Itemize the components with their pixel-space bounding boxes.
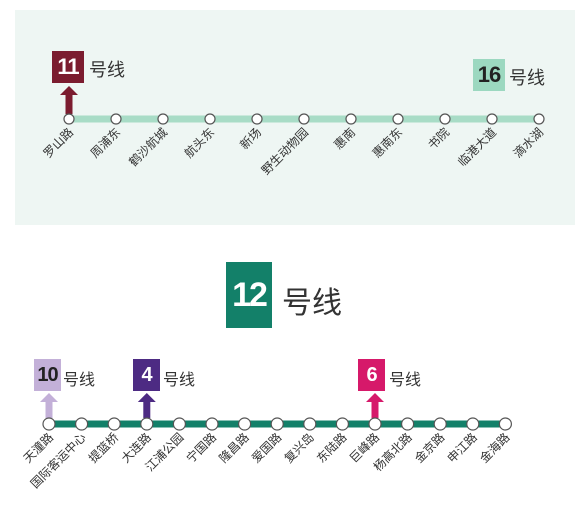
line-6-badge: 6	[358, 359, 385, 391]
line-12-station-label: 东陆路	[313, 430, 349, 466]
line-12-station-dot[interactable]	[401, 417, 415, 431]
line-16-station-label: 罗山路	[40, 125, 76, 161]
line-16-label: 号线	[509, 68, 545, 88]
line-12-station-label: 隆昌路	[216, 430, 252, 466]
line-12-label: 号线	[282, 287, 342, 320]
line-11-badge: 11	[52, 51, 84, 83]
line-16-station-dot[interactable]	[63, 113, 75, 125]
line-4-label: 号线	[163, 372, 196, 389]
line-16-station-label: 新场	[237, 125, 265, 153]
line-10-badge: 10	[34, 359, 61, 391]
line-16-station-dot[interactable]	[204, 113, 216, 125]
line-4-number: 4	[141, 363, 152, 386]
line-16-number: 16	[477, 62, 502, 87]
line-16-station-dot[interactable]	[439, 113, 451, 125]
line-12-station-dot[interactable]	[270, 417, 284, 431]
line-10-label: 号线	[63, 372, 96, 389]
line-12-station-dot[interactable]	[368, 417, 382, 431]
line-4-badge: 4	[133, 359, 160, 391]
line-12-badge: 12	[226, 262, 272, 328]
line-16-diagram: 罗山路周浦东鹤沙航城航头东新场野生动物园惠南惠南东书院临港大道滴水湖	[40, 86, 546, 178]
line-16-station-label: 临港大道	[455, 125, 499, 169]
line-16-station-label: 书院	[425, 125, 452, 152]
line-16-station-dot[interactable]	[345, 113, 357, 125]
line-10-transfer-arrow	[40, 393, 58, 418]
line-16-station-label: 惠南	[331, 125, 359, 153]
line-16-station-dot[interactable]	[251, 113, 263, 125]
line-6-transfer-arrow	[366, 393, 384, 418]
line-12-station-dot[interactable]	[74, 417, 89, 431]
line-12-station-dot[interactable]	[466, 417, 480, 431]
line-12-station-dot[interactable]	[42, 417, 56, 431]
line-6-number: 6	[366, 363, 377, 386]
line-10-number: 10	[37, 363, 58, 386]
line-12-station-dot[interactable]	[433, 417, 447, 431]
line-16-station-label: 航头东	[181, 125, 217, 161]
line-16-station-dot[interactable]	[110, 113, 122, 125]
line-16-station-label: 惠南东	[369, 125, 405, 161]
line-16-station-dot[interactable]	[298, 113, 310, 125]
line-6-label: 号线	[389, 372, 422, 389]
line-12-station-dot[interactable]	[238, 417, 252, 431]
line-16-station-label: 周浦东	[88, 125, 123, 160]
line-12-station-dot[interactable]	[303, 417, 317, 431]
line-16-station-label: 野生动物园	[259, 125, 311, 177]
line-11-transfer-arrow	[60, 86, 78, 114]
line-12-station-label: 提篮桥	[85, 430, 121, 466]
line-12-station-label: 申江路	[444, 430, 480, 466]
line-12-diagram: 天潼路国际客运中心提篮桥大连路江浦公园宁国路隆昌路爱国路复兴岛东陆路巨峰路杨高北…	[20, 393, 513, 491]
line-12-station-label: 爱国路	[248, 430, 284, 466]
line-12-station-dot[interactable]	[205, 417, 219, 431]
line-12-station-dot[interactable]	[107, 417, 121, 431]
line-4-transfer-arrow	[137, 393, 156, 418]
line-16-station-dot[interactable]	[392, 113, 404, 125]
line-16-station-dot[interactable]	[533, 113, 545, 125]
line-12-station-label: 复兴岛	[281, 430, 317, 466]
line-12-station-dot[interactable]	[140, 417, 154, 431]
line-12-station-dot[interactable]	[172, 417, 186, 431]
line-12-number: 12	[232, 275, 268, 314]
line-16-station-label: 鹤沙航城	[126, 125, 171, 170]
line-16-station-dot[interactable]	[157, 113, 169, 125]
line-12-station-label: 金京路	[411, 430, 447, 466]
line-12-station-label: 宁国路	[183, 430, 219, 466]
line-11-label: 号线	[89, 60, 125, 80]
line-16-station-dot[interactable]	[486, 113, 498, 125]
line-12-station-label: 金海路	[476, 430, 512, 466]
line-16-badge: 16	[473, 59, 505, 91]
line-12-station-dot[interactable]	[498, 417, 512, 431]
line-11-number: 11	[57, 54, 79, 79]
line-12-station-dot[interactable]	[335, 417, 349, 431]
line-16-station-label: 滴水湖	[510, 125, 546, 161]
